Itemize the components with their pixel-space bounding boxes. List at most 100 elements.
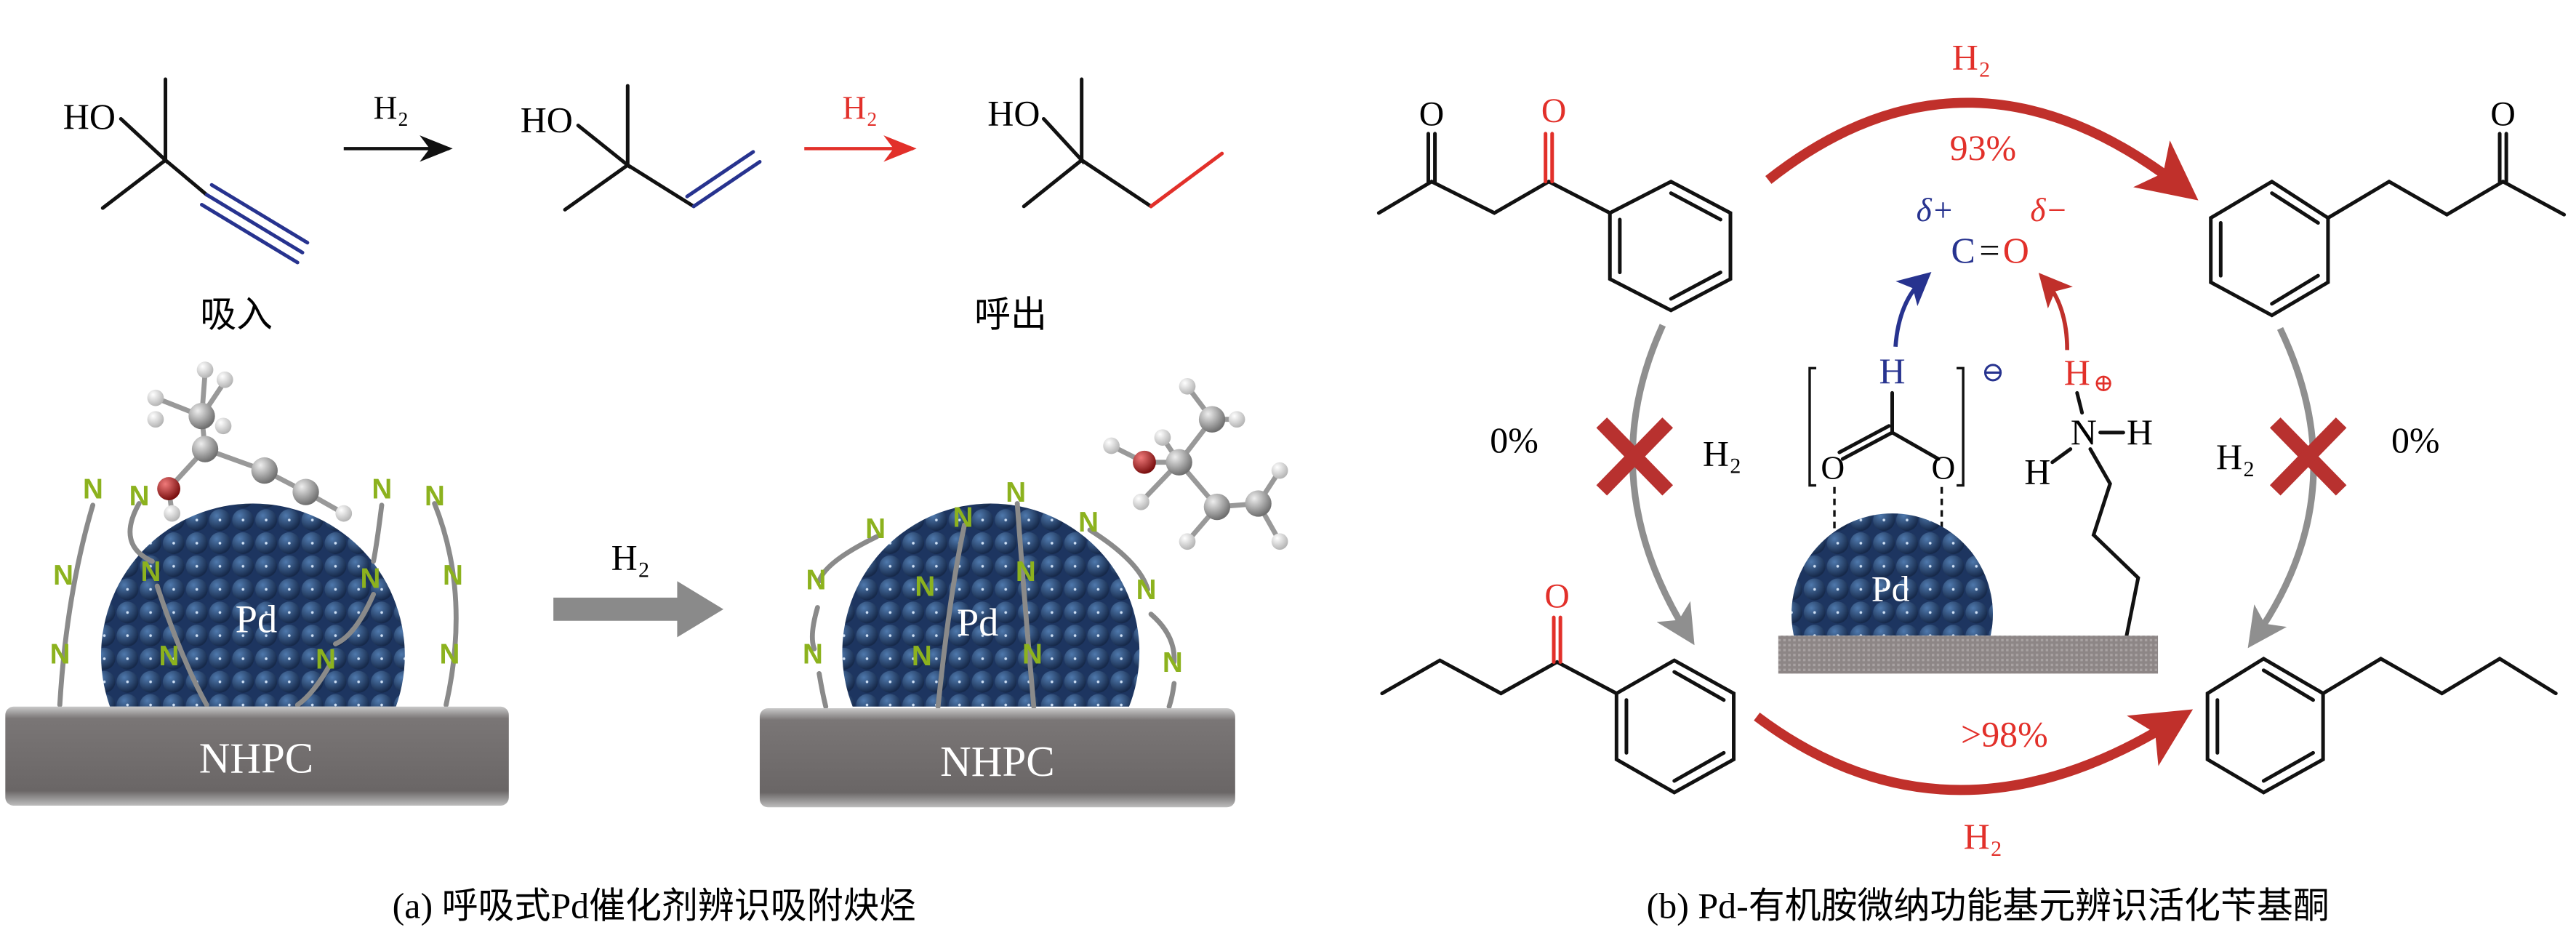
n-label: N	[1078, 507, 1099, 538]
oxygen-red: O	[1544, 578, 1569, 616]
diketone-molecule: O O	[1376, 92, 1733, 313]
top-reaction-arrow	[1765, 97, 2199, 201]
n-label: N	[316, 644, 336, 676]
inhale-label: 吸入	[200, 294, 273, 335]
oxygen-red: O	[1541, 92, 1566, 130]
panel-a: HO H₂ HO H₂ HO 吸入 呼出	[5, 77, 1288, 926]
formate-oxygen: O	[1931, 449, 1955, 486]
bottom-yield: >98%	[1961, 713, 2048, 754]
n-label: N	[803, 639, 823, 670]
right-reagent: H₂	[2216, 436, 2255, 477]
n-label: N	[159, 641, 179, 672]
support-surface	[1778, 636, 2159, 674]
pd-label: Pd	[236, 597, 278, 641]
panel-b: O O O O H₂ 93% >98% H₂	[1376, 36, 2567, 926]
bottom-reagent: H₂	[1964, 816, 2002, 857]
caption-a: (a) 呼吸式Pd催化剂辨识吸附炔烃	[393, 885, 916, 926]
amine-chain	[2050, 390, 2140, 638]
reaction-arrow-1: H₂	[343, 89, 453, 162]
bottom-reaction-arrow	[1754, 709, 2194, 795]
n-label: N	[140, 556, 161, 588]
n-label: N	[129, 481, 150, 512]
nhpc-label: NHPC	[940, 737, 1054, 785]
right-blocked-arrow	[2247, 326, 2317, 649]
ho-label: HO	[987, 93, 1040, 134]
amine-h: H	[2127, 412, 2153, 452]
pd-nanoparticle	[1791, 513, 1993, 636]
top-yield: 93%	[1950, 127, 2017, 168]
left-blocked-arrow	[1629, 324, 1695, 646]
pd-nanoparticle	[842, 503, 1140, 707]
alkenol-molecule: HO	[521, 84, 762, 212]
oxygen: O	[1419, 96, 1444, 134]
oxygen: O	[2490, 96, 2515, 134]
proton-arrow	[2038, 273, 2073, 350]
amine-h: H	[2024, 451, 2050, 492]
n-label: N	[953, 502, 974, 533]
plus-charge: ⊕	[2093, 370, 2114, 397]
carbonyl-oxygen: O	[2003, 230, 2029, 270]
n-label: N	[865, 513, 886, 545]
formate-oxygen: O	[1821, 449, 1845, 486]
amine-nitrogen: N	[2071, 412, 2097, 452]
reagent-h2: H₂	[374, 89, 409, 126]
minus-charge: ⊖	[1981, 357, 2005, 388]
alkynol-molecule: HO	[63, 77, 310, 265]
carbonyl-carbon: C	[1951, 230, 1975, 270]
top-reagent: H₂	[1952, 36, 1991, 77]
ho-label: HO	[63, 96, 116, 137]
n-label: N	[1022, 639, 1043, 670]
butylbenzene-molecule	[2205, 657, 2558, 795]
benzylacetone-molecule: O	[2209, 96, 2567, 318]
n-label: N	[425, 481, 445, 512]
n-label: N	[912, 641, 932, 672]
n-label: N	[1006, 477, 1026, 508]
hydride-arrow	[1893, 271, 1932, 348]
n-label: N	[915, 572, 935, 603]
n-label: N	[1136, 574, 1157, 606]
delta-plus: δ+	[1917, 192, 1954, 228]
n-label: N	[360, 563, 380, 594]
single-bond	[1149, 151, 1224, 209]
pd-label: Pd	[957, 600, 999, 644]
right-yield: 0%	[2391, 420, 2440, 460]
n-label: N	[50, 639, 71, 670]
double-bond: =	[1979, 230, 1999, 270]
n-label: N	[83, 474, 103, 505]
formate-bonds	[1837, 390, 1941, 461]
transfer-arrow: H₂	[553, 537, 723, 638]
pd-nanoparticle	[101, 503, 405, 707]
n-label: N	[439, 639, 460, 670]
cross-icon	[2269, 417, 2347, 496]
nhpc-support	[5, 706, 509, 806]
reaction-arrow-2: H₂	[804, 89, 917, 162]
exhale-label: 呼出	[974, 294, 1047, 335]
ho-label: HO	[521, 100, 573, 140]
catalyst-inhale: N N N N N N N N N N N N Pd	[5, 361, 509, 806]
n-label: N	[443, 560, 463, 591]
alkanol-molecule: HO	[987, 77, 1224, 209]
left-yield: 0%	[1490, 420, 1538, 460]
n-label: N	[372, 474, 392, 505]
adsorbed-alkyne-model	[147, 361, 353, 522]
butyrophenone-molecule: O	[1380, 578, 1736, 795]
n-label: N	[53, 560, 73, 591]
n-label: N	[1163, 647, 1183, 678]
left-reagent: H₂	[1703, 433, 1741, 473]
reagent-h2: H₂	[842, 89, 878, 126]
hydride-h: H	[1879, 350, 1905, 391]
triple-bond	[200, 183, 310, 265]
nhpc-label: NHPC	[199, 734, 313, 782]
reagent-h2: H₂	[611, 537, 650, 577]
cross-icon	[1596, 417, 1674, 496]
n-label: N	[806, 565, 827, 596]
caption-b: (b) Pd-有机胺微纳功能基元辨识活化苄基酮	[1647, 885, 2330, 926]
activation-mechanism: δ+ δ− C = O H ⊖ O O H ⊕ N H H Pd	[1778, 192, 2159, 674]
double-bond	[685, 150, 762, 209]
formate-bracket	[1808, 366, 1965, 487]
n-label: N	[1016, 556, 1036, 588]
nhpc-support	[759, 708, 1235, 808]
delta-minus: δ−	[2030, 192, 2068, 228]
proton-h: H	[2064, 352, 2090, 393]
